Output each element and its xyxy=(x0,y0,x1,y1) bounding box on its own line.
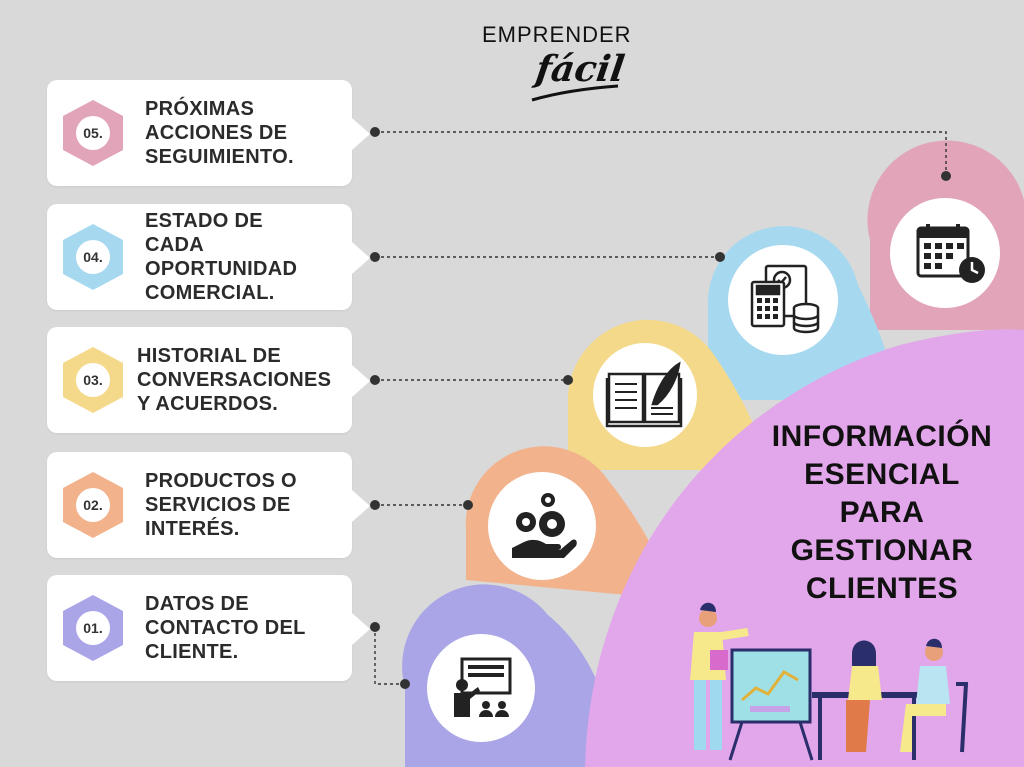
connector-05 xyxy=(375,131,947,176)
item-card-04: 04. ESTADO DE CADA OPORTUNIDAD COMERCIAL… xyxy=(47,204,370,310)
brand-logo: EMPRENDER fácil xyxy=(470,18,640,108)
presentation-icon xyxy=(454,657,512,717)
item-text: HISTORIAL DE CONVERSACIONES Y ACUERDOS. xyxy=(137,345,332,415)
number-badge-01: 01. xyxy=(61,593,125,663)
item-text: PRODUCTOS O SERVICIOS DE INTERÉS. xyxy=(145,470,297,540)
calendar-clock-icon xyxy=(916,224,985,283)
number-badge-05: 05. xyxy=(61,98,125,168)
brand-line1: EMPRENDER xyxy=(482,22,632,47)
connector-01 xyxy=(374,627,405,685)
item-text: DATOS DE CONTACTO DEL CLIENTE. xyxy=(145,593,306,663)
brand-swoosh xyxy=(531,84,619,102)
main-title: INFORMACIÓN ESENCIAL PARA GESTIONAR CLIE… xyxy=(771,420,993,605)
gears-hand-icon xyxy=(512,493,577,558)
calculator-document-icon xyxy=(750,264,820,334)
number-badge-03: 03. xyxy=(61,345,125,415)
number-badge-02: 02. xyxy=(61,470,125,540)
item-card-03: 03. HISTORIAL DE CONVERSACIONES Y ACUERD… xyxy=(47,327,370,433)
item-text: ESTADO DE CADA OPORTUNIDAD COMERCIAL. xyxy=(145,210,298,304)
item-number: 01. xyxy=(83,620,103,636)
connector-dots xyxy=(370,127,951,689)
book-quill-icon xyxy=(605,361,683,428)
item-number: 04. xyxy=(83,249,103,265)
item-number: 02. xyxy=(83,497,103,513)
meeting-illustration xyxy=(690,602,969,761)
item-number: 05. xyxy=(83,125,103,141)
number-badge-04: 04. xyxy=(61,222,125,292)
connectors xyxy=(374,131,947,685)
item-card-05: 05. PRÓXIMAS ACCIONES DE SEGUIMIENTO. xyxy=(47,80,370,186)
item-text: PRÓXIMAS ACCIONES DE SEGUIMIENTO. xyxy=(145,98,294,168)
item-card-02: 02. PRODUCTOS O SERVICIOS DE INTERÉS. xyxy=(47,452,370,558)
item-number: 03. xyxy=(83,372,103,388)
item-card-01: 01. DATOS DE CONTACTO DEL CLIENTE. xyxy=(47,575,370,681)
